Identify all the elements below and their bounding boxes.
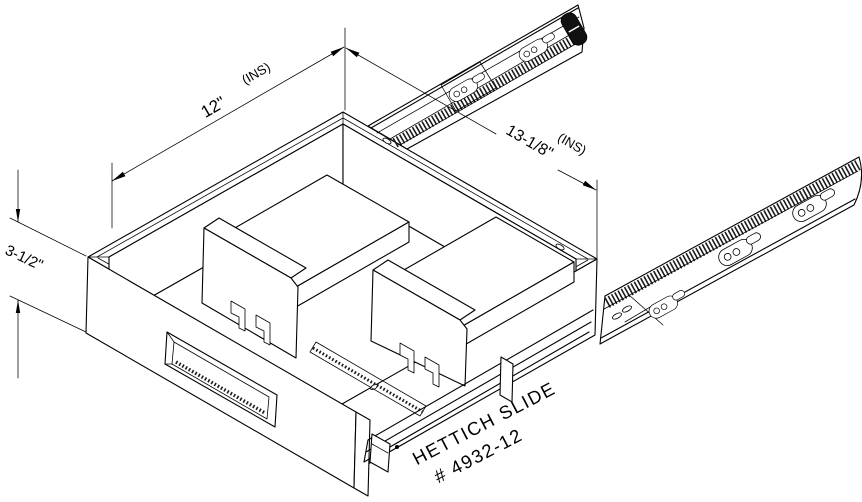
rail-lines bbox=[309, 341, 427, 417]
dimension-width-units: (INS) bbox=[239, 59, 273, 87]
rim-slot-hole bbox=[555, 243, 565, 251]
slot-key bbox=[746, 232, 761, 245]
rail-bottom-line bbox=[600, 198, 856, 339]
divider-right bbox=[370, 259, 476, 388]
dimension-depth-value: 13-1/8" bbox=[503, 122, 556, 162]
arrowhead bbox=[582, 180, 596, 190]
slot-key bbox=[472, 72, 485, 84]
slot-hole bbox=[806, 204, 815, 212]
arrowhead bbox=[112, 171, 126, 181]
slot-hole bbox=[732, 248, 741, 256]
arrowhead bbox=[330, 47, 344, 57]
handle-hatch bbox=[175, 360, 266, 415]
slot-hole bbox=[660, 303, 668, 310]
dimension-height-value: 3-1/2" bbox=[2, 242, 45, 274]
extension-lines bbox=[111, 27, 346, 229]
arrowhead bbox=[346, 48, 360, 58]
drawer-side-slide-member bbox=[363, 309, 594, 473]
mounting-slot-group bbox=[648, 290, 685, 319]
dimension-depth-units: (INS) bbox=[555, 130, 589, 158]
front-end-face bbox=[353, 411, 371, 497]
divider-left bbox=[201, 217, 307, 359]
slot-key bbox=[820, 188, 835, 201]
cap-notch bbox=[568, 25, 580, 33]
face-bottom-line bbox=[389, 29, 579, 140]
divider-hook bbox=[424, 356, 440, 388]
side-rail-lines bbox=[363, 309, 594, 463]
lever-cross-detail bbox=[612, 294, 668, 326]
divider-hook bbox=[230, 300, 246, 332]
divider-face bbox=[370, 269, 468, 387]
divider-hook bbox=[255, 314, 271, 346]
divider-rail-right bbox=[309, 341, 427, 417]
slot-hole bbox=[530, 46, 538, 53]
side-rail-bracket bbox=[369, 433, 391, 473]
ball-channel-dark bbox=[370, 7, 579, 129]
extension-lines bbox=[9, 217, 87, 333]
front-panel bbox=[85, 256, 371, 497]
dimension-height: 3-1/2" bbox=[2, 169, 87, 379]
hatch-bottom-line bbox=[603, 170, 859, 310]
slot-hole bbox=[460, 86, 468, 93]
rim-slot-hole bbox=[382, 137, 392, 145]
arrowhead bbox=[15, 300, 21, 313]
slide-rail-right bbox=[599, 156, 862, 345]
slot-hole bbox=[453, 90, 460, 98]
slot-hole bbox=[797, 209, 806, 217]
side-rail-tab bbox=[499, 356, 514, 403]
drawer-interior bbox=[143, 174, 575, 419]
mounting-slot-group bbox=[718, 232, 761, 266]
mounting-slot-group bbox=[792, 188, 835, 222]
slot-hole bbox=[523, 50, 530, 58]
bracket-line bbox=[371, 443, 389, 454]
end-stop-cap bbox=[560, 12, 588, 46]
slot-hole bbox=[723, 253, 732, 261]
rivet-slot bbox=[622, 305, 632, 313]
hatch-bottom-line bbox=[399, 41, 580, 146]
slot-hole bbox=[653, 307, 660, 315]
dimension-line bbox=[111, 46, 345, 182]
rivet-slot bbox=[612, 312, 622, 320]
arrowhead bbox=[15, 209, 21, 222]
divider-hook bbox=[399, 342, 415, 374]
handle-depth-lines bbox=[164, 331, 175, 365]
bracket-screw bbox=[395, 445, 399, 449]
rail-hatch bbox=[312, 346, 424, 414]
rim-fold-lines bbox=[96, 117, 589, 400]
divider-face bbox=[201, 227, 299, 359]
mounting-slot-group bbox=[448, 72, 485, 102]
slot-key bbox=[542, 32, 555, 44]
dimension-width-value: 12" bbox=[198, 93, 229, 122]
slot-key bbox=[672, 290, 685, 301]
slide-rail-top bbox=[367, 4, 588, 150]
mounting-slot-group bbox=[518, 32, 555, 62]
handle-recess bbox=[164, 331, 278, 428]
